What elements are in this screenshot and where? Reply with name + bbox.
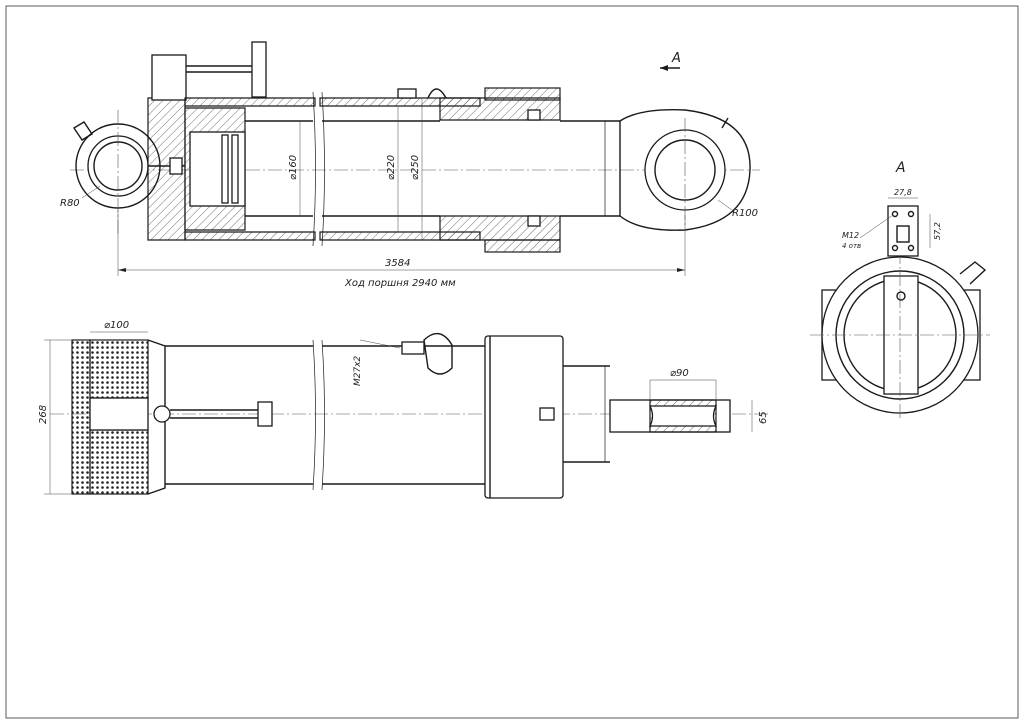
dim-port-thread: M27x2 xyxy=(353,355,363,386)
gland-top-section xyxy=(439,97,561,121)
sheet-frame xyxy=(5,5,1019,719)
break-line-right xyxy=(321,91,325,247)
dim-pin-width: 65 xyxy=(758,411,769,424)
dim-view-a-height: 57,2 xyxy=(933,222,942,240)
break-line-left xyxy=(312,91,316,247)
left-grease-fitting xyxy=(73,121,93,141)
right-eye-outer xyxy=(619,109,751,231)
view-a-port xyxy=(959,261,987,285)
rear-port-boss xyxy=(153,405,171,423)
gland-flange xyxy=(484,335,564,499)
dim-pin-diameter: ⌀90 xyxy=(670,368,689,379)
gland-bottom-section xyxy=(439,215,561,241)
dim-view-a-width: 27,8 xyxy=(894,188,912,197)
section-view: A ⌀160 ⌀220 ⌀250 R80 R100 3584 Ход поршн… xyxy=(60,41,760,289)
right-grease-fitting xyxy=(721,117,729,129)
port-elbow xyxy=(423,332,453,375)
hub-knurl-bottom xyxy=(89,429,149,495)
dim-bore-diameter: ⌀220 xyxy=(386,155,397,180)
port-fitting xyxy=(401,341,425,355)
dim-outer-diameter: ⌀250 xyxy=(410,155,421,180)
view-a-bolt-label: M12 xyxy=(842,231,859,240)
dim-rod-diameter: ⌀160 xyxy=(288,155,299,180)
rear-mount-bracket xyxy=(151,54,187,101)
pipe-fitting-nut xyxy=(257,401,273,427)
dim-hub-diameter: ⌀100 xyxy=(104,320,129,331)
rear-lug-plate xyxy=(251,41,267,98)
port-lug xyxy=(427,88,447,99)
view-a-title: A xyxy=(895,160,906,176)
hub-knurl-top xyxy=(89,339,149,399)
view-a-bolt-count: 4 отв xyxy=(842,242,861,250)
dim-left-eye-radius: R80 xyxy=(60,198,80,209)
dim-overall-length: 3584 xyxy=(385,258,410,269)
view-a: A 27,8 57,2 M12 4 отв xyxy=(810,160,990,420)
top-view: M27x2 ⌀90 65 ⌀100 268 xyxy=(38,320,770,499)
barrel-port xyxy=(397,88,417,99)
stroke-note: Ход поршня 2940 мм xyxy=(344,278,456,289)
dim-height: 268 xyxy=(38,405,49,424)
view-arrow-letter: A xyxy=(671,51,681,66)
dim-right-eye-radius: R100 xyxy=(732,208,758,219)
hub-ring-left xyxy=(71,339,91,495)
